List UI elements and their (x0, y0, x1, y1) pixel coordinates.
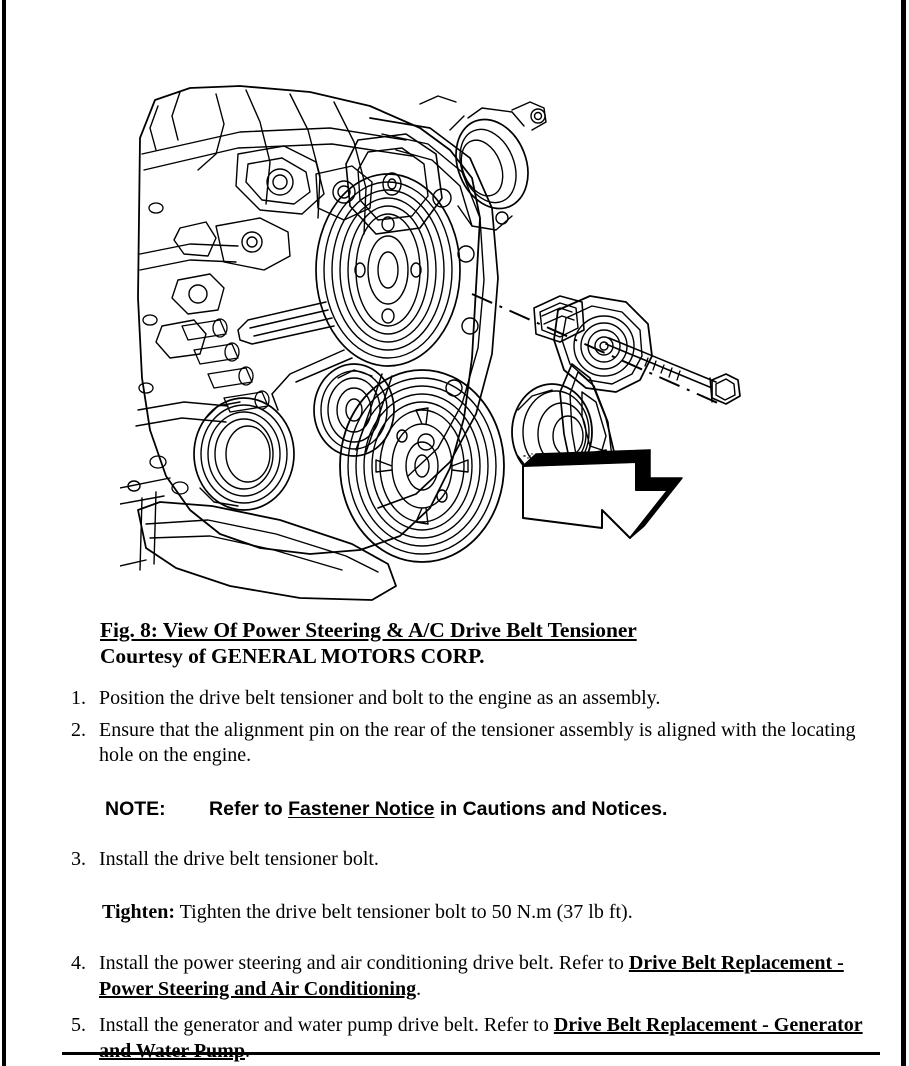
list-item: 1. Position the drive belt tensioner and… (68, 686, 868, 712)
crankshaft-balancer-pulley (339, 369, 505, 563)
step-number: 5. (71, 1014, 86, 1036)
idler-pulley (313, 363, 395, 457)
step-text: Install the drive belt tensioner bolt. (99, 847, 379, 870)
step-text: Position the drive belt tensioner and bo… (99, 687, 661, 709)
step-text-before: Install the power steering and air condi… (99, 952, 629, 974)
tighten-label: Tighten: (102, 901, 175, 923)
tensioner-mounting-bolt (605, 337, 741, 405)
spacer (68, 1004, 868, 1013)
step-number: 4. (71, 952, 86, 974)
intake-elbow-clamp (419, 95, 547, 231)
step-text: Install the generator and water pump dri… (99, 1013, 868, 1064)
list-item: 4. Install the power steering and air co… (68, 951, 868, 1002)
engine-block-group (135, 85, 481, 555)
step-number: 2. (71, 718, 86, 741)
fastener-notice-link[interactable]: Fastener Notice (288, 797, 435, 820)
note-label: NOTE: (105, 797, 166, 820)
figure-caption: Fig. 8: View Of Power Steering & A/C Dri… (100, 618, 860, 669)
list-item: 5. Install the generator and water pump … (68, 1013, 868, 1064)
spacer (68, 771, 868, 797)
footer-rule (62, 1052, 880, 1055)
step-number: 3. (71, 847, 86, 870)
spacer (68, 821, 868, 847)
list-item: 3. Install the drive belt tensioner bolt… (68, 847, 868, 873)
upper-ribbed-pulley (315, 173, 461, 367)
serpentine-drive-belt (237, 301, 393, 453)
drive-belt-replacement-gen-wp-link[interactable]: Drive Belt Replacement - Generator and W… (99, 1014, 863, 1062)
spacer (68, 874, 868, 900)
page-border-left (2, 0, 6, 1066)
note-spacer (166, 798, 209, 820)
spacer (68, 925, 868, 951)
torque-specification: Tighten: Tighten the drive belt tensione… (68, 900, 868, 925)
step-text-after: . (244, 1039, 250, 1062)
note-callout: NOTE: Refer to Fastener Notice in Cautio… (68, 797, 868, 821)
step-text-after: . (416, 977, 422, 1000)
step-text-before: Install the generator and water pump dri… (99, 1014, 554, 1036)
step-text: Ensure that the alignment pin on the rea… (99, 718, 856, 767)
figure-illustration (120, 58, 790, 603)
list-item: 2. Ensure that the alignment pin on the … (68, 718, 868, 769)
note-text-before: Refer to (209, 797, 289, 820)
oil-pan (120, 477, 397, 601)
mounting-bracket (345, 133, 443, 235)
figure-caption-courtesy: Courtesy of GENERAL MOTORS CORP. (100, 644, 485, 668)
step-number: 1. (71, 687, 86, 709)
water-pump-pulley (193, 397, 295, 511)
view-direction-block-arrow (522, 449, 683, 539)
step-text: Install the power steering and air condi… (99, 951, 868, 1002)
tighten-text: Tighten the drive belt tensioner bolt to… (174, 901, 633, 923)
timing-cover-group (369, 117, 499, 509)
note-text-after: in Cautions and Notices. (434, 797, 668, 820)
figure-caption-title: Fig. 8: View Of Power Steering & A/C Dri… (100, 618, 637, 642)
procedure-step-list: 1. Position the drive belt tensioner and… (68, 686, 868, 1066)
drive-belt-replacement-ps-ac-link[interactable]: Drive Belt Replacement - Power Steering … (99, 952, 844, 1000)
page-border-right (901, 0, 906, 1066)
